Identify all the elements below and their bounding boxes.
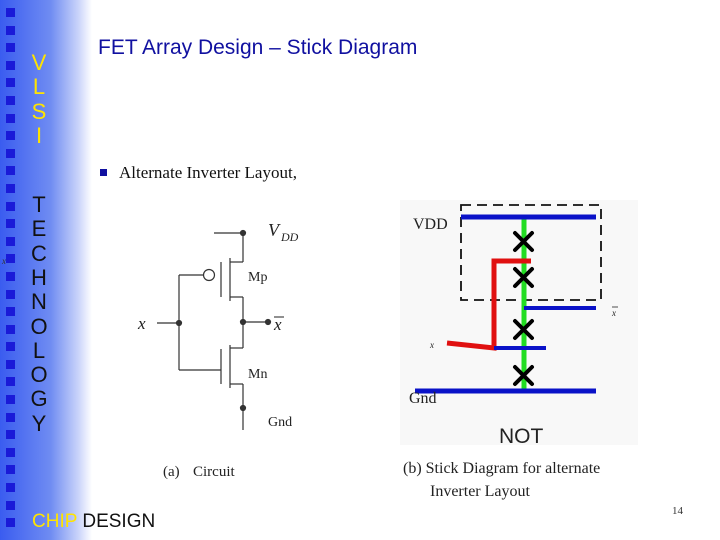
technology-letter: E — [31, 216, 47, 242]
sidebar-square — [6, 518, 15, 528]
circuit-labels: V DD Mp Mn x x Gnd (a) Circuit — [137, 220, 299, 480]
sidebar-squares — [6, 8, 18, 536]
technology-letter: T — [32, 192, 46, 217]
sidebar-square — [6, 430, 15, 440]
stray-x-label: x — [2, 256, 6, 266]
contact-marks — [513, 231, 534, 386]
technology-letter: L — [32, 337, 46, 363]
input-x-label: x — [137, 314, 146, 333]
stick-input-x-label: x — [429, 340, 434, 350]
vlsi-letter: L — [32, 74, 46, 100]
caption-a-marker: (a) — [163, 464, 180, 480]
bullet-square-icon — [100, 169, 107, 176]
sidebar-square — [6, 465, 15, 475]
sidebar-square — [6, 307, 15, 317]
technology-letter: O — [30, 313, 48, 339]
sidebar-square — [6, 236, 15, 246]
technology-letter: Y — [31, 410, 47, 436]
sidebar-square — [6, 60, 15, 70]
stick-caption-line1: (b) Stick Diagram for alternate — [403, 460, 600, 477]
vlsi-letter: V — [31, 50, 47, 75]
nwell-dashed-box — [460, 204, 602, 301]
circuit-diagram — [157, 229, 272, 430]
sidebar-square — [6, 8, 15, 17]
stick-output-x-label: x — [611, 308, 616, 318]
slide-title: FET Array Design – Stick Diagram — [98, 36, 418, 59]
vlsi-letter: S — [31, 98, 47, 124]
contact-x-2 — [513, 267, 534, 288]
circuit-gnd-label: Gnd — [268, 415, 292, 430]
caption-circuit: Circuit — [193, 464, 235, 480]
vdd-subscript: DD — [280, 230, 299, 244]
sidebar-square — [6, 483, 15, 493]
sidebar-square — [6, 43, 15, 53]
sidebar-square — [6, 359, 15, 369]
sidebar-square — [6, 131, 15, 141]
sidebar-square — [6, 324, 15, 334]
stick-diagram — [400, 200, 638, 445]
sidebar-square — [6, 148, 15, 158]
mn-label: Mn — [248, 367, 267, 382]
sidebar-square — [6, 412, 15, 422]
sidebar-square — [6, 166, 15, 176]
technology-letter: O — [30, 362, 48, 388]
technology-letter: H — [31, 264, 47, 290]
not-label: NOT — [499, 425, 544, 448]
vlsi-letter: I — [35, 122, 43, 148]
sidebar-square — [6, 395, 15, 405]
stick-labels: VDD x x Gnd NOT (b) Stick Diagram for al… — [403, 216, 618, 500]
sidebar-square — [6, 500, 15, 510]
sidebar-square — [6, 254, 15, 264]
sidebar-square — [6, 342, 15, 352]
sidebar — [0, 0, 92, 540]
stick-caption-line2: Inverter Layout — [430, 483, 531, 500]
technology-letter: C — [31, 240, 47, 266]
technology-letter: N — [31, 289, 47, 315]
vdd-label: V — [268, 220, 281, 240]
sidebar-square — [6, 447, 15, 457]
sidebar-square — [6, 377, 15, 387]
footer-chip: CHIP — [32, 511, 78, 532]
sidebar-square — [6, 271, 15, 281]
bullet-text: Alternate Inverter Layout, — [119, 163, 297, 182]
sidebar-square — [6, 25, 15, 35]
footer-design: DESIGN — [82, 511, 156, 532]
footer-chip-design: CHIP DESIGN — [32, 511, 155, 533]
sidebar-square — [6, 219, 15, 229]
sidebar-square — [6, 289, 15, 299]
stick-gnd-label: Gnd — [409, 390, 437, 407]
contact-x-1 — [513, 231, 534, 252]
page-number: 14 — [672, 505, 683, 517]
contact-x-3 — [513, 319, 534, 340]
contact-x-4 — [513, 365, 534, 386]
sidebar-square — [6, 95, 15, 105]
stick-vdd-label: VDD — [413, 216, 448, 233]
sidebar-square — [6, 78, 15, 88]
technology-letter: G — [30, 386, 48, 412]
sidebar-square — [6, 201, 15, 211]
output-x-label: x — [273, 315, 282, 334]
sidebar-square — [6, 113, 15, 123]
bullet-item: Alternate Inverter Layout, — [100, 163, 297, 183]
sidebar-square — [6, 183, 15, 193]
mp-label: Mp — [248, 270, 267, 285]
pmos-bubble — [202, 268, 216, 282]
